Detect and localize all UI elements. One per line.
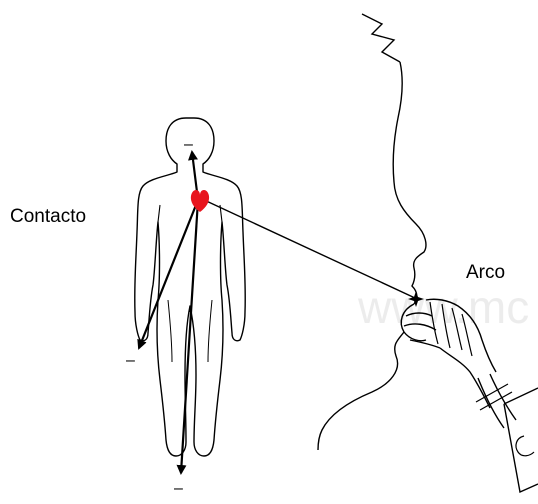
lightning-icon — [362, 14, 400, 62]
arrow-to-foot — [181, 200, 198, 473]
outlet-box — [504, 388, 538, 492]
chin-neck-outline — [318, 332, 404, 450]
outlet-socket — [516, 436, 534, 456]
face-profile-outline — [393, 62, 426, 304]
negative-sign-left-hand: – — [126, 352, 135, 370]
label-arc: Arco — [466, 262, 505, 284]
human-body-outline — [135, 118, 246, 456]
negative-sign-head: – — [184, 136, 193, 154]
label-contact: Contacto — [10, 206, 86, 228]
negative-sign-foot: – — [174, 480, 183, 498]
watermark-text: www.mc — [358, 280, 529, 334]
